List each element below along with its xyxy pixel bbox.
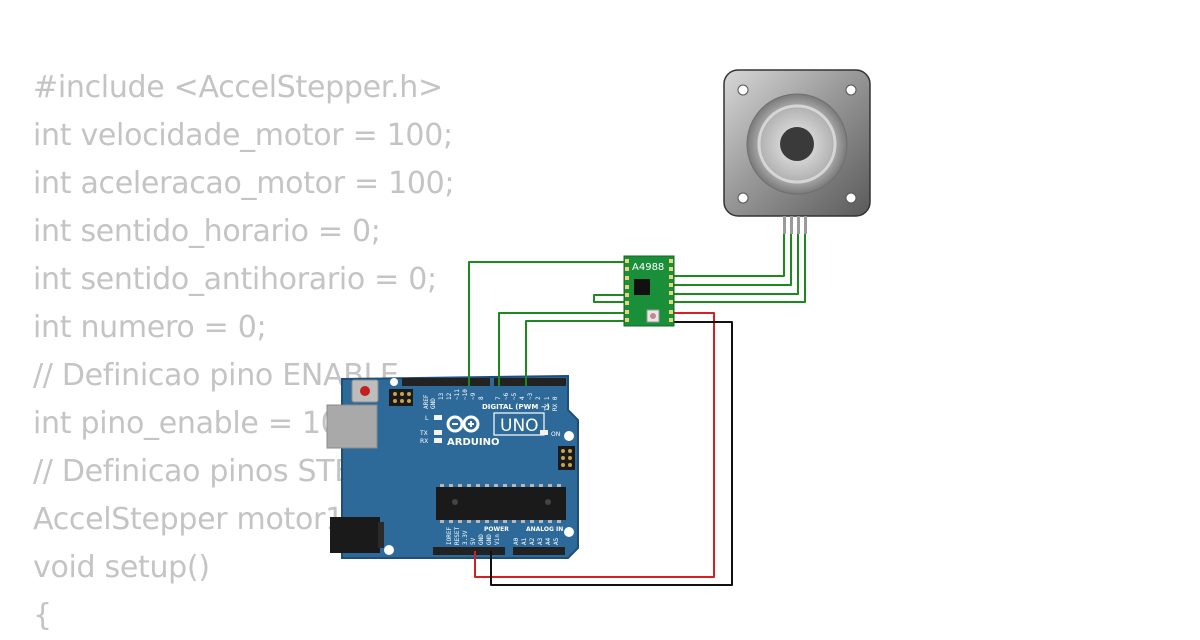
wire-vdd (474, 312, 715, 578)
dc-power-jack (330, 517, 384, 553)
led-label-tx: TX (419, 430, 428, 437)
code-line: int sentido_horario = 0; (33, 214, 381, 249)
led-l (434, 415, 442, 420)
stepper-motor-icon[interactable] (723, 69, 871, 234)
code-line: #include <AccelStepper.h> (33, 70, 443, 105)
code-line: int numero = 0; (33, 310, 267, 345)
a4988-driver[interactable]: A4988 (623, 255, 675, 327)
led-on (540, 430, 548, 435)
mounting-hole (564, 431, 574, 441)
pin-label-ioref: IOREF (446, 527, 453, 545)
pin-label-gnd: GND (430, 398, 437, 409)
wire-gnd (490, 321, 733, 586)
pin-label-9: ~9 (470, 392, 477, 400)
code-line: int velocidade_motor = 100; (33, 118, 453, 153)
icsp-header-right (558, 446, 575, 470)
pin-label-7: 7 (495, 396, 502, 400)
led-rx (434, 438, 442, 443)
analog-in-label: ANALOG IN (526, 526, 563, 533)
pin-label-a3: A3 (537, 537, 544, 545)
wire-motor-b2 (672, 234, 806, 303)
pin-label-aref: AREF (423, 394, 430, 409)
pin-label-8: 8 (478, 396, 485, 400)
icsp-header (389, 389, 413, 406)
pin-label-2: 2 (535, 396, 542, 400)
atmega-chip (436, 484, 566, 523)
wire-step (498, 312, 626, 386)
code-line: int pino_enable = 10; (33, 406, 350, 441)
pin-label-3: ~3 (527, 392, 534, 400)
uno-badge (493, 412, 545, 436)
wire-dir (525, 320, 626, 386)
code-line: int sentido_antihorario = 0; (33, 262, 437, 297)
digital-pwm-label: DIGITAL (PWM ~) (482, 403, 550, 411)
arduino-uno-board[interactable]: AREF GND 13 12 ~11 ~10 ~9 8 7 ~6 ~5 4 ~3… (326, 374, 579, 559)
pin-label-13: 13 (438, 392, 445, 400)
pin-label-5: ~5 (511, 392, 518, 400)
pin-label-11: ~11 (454, 389, 461, 400)
pin-label-12: 12 (446, 392, 453, 400)
pin-label-gnd1: GND (478, 534, 485, 545)
pin-label-rx0: RX 0 (552, 396, 559, 411)
driver-chip (634, 279, 650, 295)
driver-label: A4988 (632, 262, 664, 273)
pin-label-a5: A5 (553, 537, 560, 545)
digital-header-right (494, 378, 566, 386)
code-line: int aceleracao_motor = 100; (33, 166, 455, 201)
led-tx (434, 430, 442, 435)
brand-label: ARDUINO (447, 437, 499, 448)
wire-motor-a1 (672, 234, 785, 277)
analog-header (513, 547, 565, 555)
pin-label-5v: 5V (470, 537, 477, 545)
mounting-hole (390, 378, 398, 386)
mounting-hole (384, 545, 394, 555)
mounting-hole (564, 527, 574, 537)
power-header (433, 547, 505, 555)
power-label: POWER (484, 526, 509, 533)
reset-button[interactable] (351, 379, 379, 403)
pin-label-3v3: 3.3V (462, 530, 469, 545)
infinity-logo-icon (446, 415, 480, 433)
code-line: { (33, 598, 52, 633)
pin-label-tx1: TX 1 (544, 396, 551, 411)
pin-label-4: 4 (519, 396, 526, 400)
code-line: // Definicao pino ENABLE (33, 358, 399, 393)
model-label: UNO (500, 416, 539, 436)
wire-motor-a2 (672, 234, 792, 286)
led-label-l: L (425, 415, 429, 422)
pin-label-6: ~6 (503, 392, 510, 400)
on-label: ON (551, 431, 560, 438)
pin-label-a2: A2 (529, 537, 536, 545)
pin-label-reset: RESET (454, 527, 461, 545)
digital-header-left (402, 378, 490, 386)
usb-port (326, 404, 378, 449)
led-label-rx: RX (420, 438, 428, 445)
wire-enable (468, 261, 626, 386)
wire-motor-b1 (672, 234, 799, 295)
code-line: void setup() (33, 550, 210, 585)
pin-label-a0: A0 (513, 537, 520, 545)
pin-label-a4: A4 (545, 537, 552, 545)
pin-label-vin: Vin (494, 534, 501, 545)
wire-reset-sleep (593, 294, 626, 303)
pin-label-10: ~10 (462, 389, 469, 400)
pin-label-a1: A1 (521, 537, 528, 545)
pin-label-gnd2: GND (486, 534, 493, 545)
